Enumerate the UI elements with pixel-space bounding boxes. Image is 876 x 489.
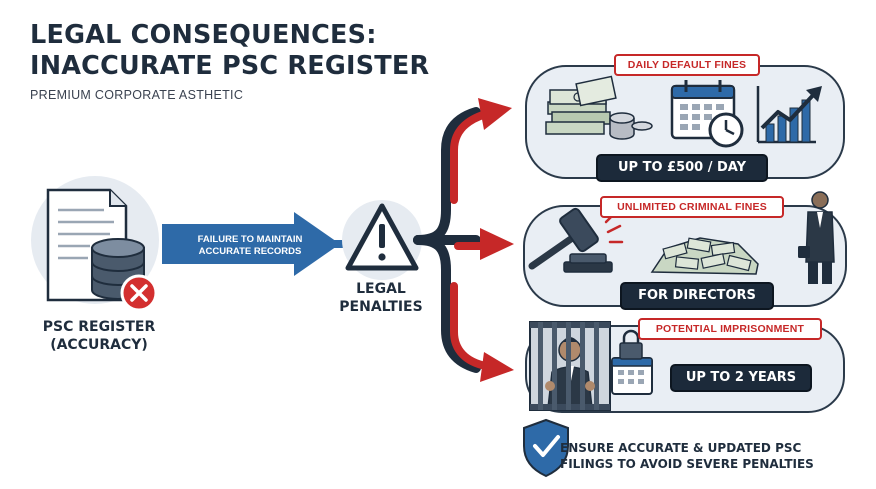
gavel-icon: [528, 207, 624, 273]
calendar-lock-icon: [611, 329, 653, 395]
penalty-badge-daily-fines: UP TO £500 / DAY: [596, 154, 768, 182]
psc-register-caption: PSC REGISTER (ACCURACY): [18, 318, 180, 354]
legal-caption-line-1: LEGAL: [356, 281, 406, 297]
flow-arrow-shape: [162, 212, 340, 276]
title-line-1: LEGAL CONSEQUENCES:: [30, 20, 377, 50]
psc-caption-line-1: PSC REGISTER: [42, 319, 156, 335]
branch-connectors: [413, 107, 490, 373]
psc-caption-line-2: (ACCURACY): [50, 337, 148, 353]
penalty-label-imprisonment: POTENTIAL IMPRISONMENT: [638, 318, 822, 340]
legal-caption-line-2: PENALTIES: [339, 299, 423, 315]
document-database-error-icon: [46, 188, 158, 312]
flow-arrow-label: FAILURE TO MAINTAIN ACCURATE RECORDS: [170, 234, 330, 258]
shield-check-icon: [523, 418, 569, 478]
penalty-label-daily-fines: DAILY DEFAULT FINES: [614, 54, 760, 76]
flow-arrow-line-2: ACCURATE RECORDS: [198, 246, 302, 257]
footer-line-2: FILINGS TO AVOID SEVERE PENALTIES: [560, 457, 814, 471]
page-title: LEGAL CONSEQUENCES: INACCURATE PSC REGIS…: [30, 20, 429, 82]
penalty-badge-criminal-fines: FOR DIRECTORS: [620, 282, 774, 310]
prison-bars-icon: [529, 321, 611, 411]
cash-calendar-chart-icon: [545, 75, 822, 148]
legal-penalties-caption: LEGAL PENALTIES: [326, 280, 436, 316]
footer-message: ENSURE ACCURATE & UPDATED PSC FILINGS TO…: [560, 440, 860, 472]
arrowhead-middle: [480, 228, 514, 260]
money-pile-icon: [650, 237, 759, 275]
cash-stack-icon: [545, 75, 617, 135]
warning-triangle-icon: [345, 203, 419, 271]
penalty-badge-imprisonment: UP TO 2 YEARS: [670, 364, 812, 392]
flow-arrow-line-1: FAILURE TO MAINTAIN: [197, 234, 303, 245]
coins-icon: [609, 112, 653, 140]
title-line-2: INACCURATE PSC REGISTER: [30, 51, 430, 81]
arrowhead-top: [478, 98, 512, 130]
director-figure-icon: [798, 191, 835, 284]
page-subtitle: PREMIUM CORPORATE ASTHETIC: [30, 88, 244, 102]
footer-line-1: ENSURE ACCURATE & UPDATED PSC: [560, 441, 802, 455]
penalty-label-criminal-fines: UNLIMITED CRIMINAL FINES: [600, 196, 784, 218]
growth-chart-icon: [756, 86, 822, 144]
clock-icon: [708, 112, 744, 148]
arrowhead-bottom: [480, 352, 514, 382]
gavel-money-director-icon: [528, 191, 835, 284]
